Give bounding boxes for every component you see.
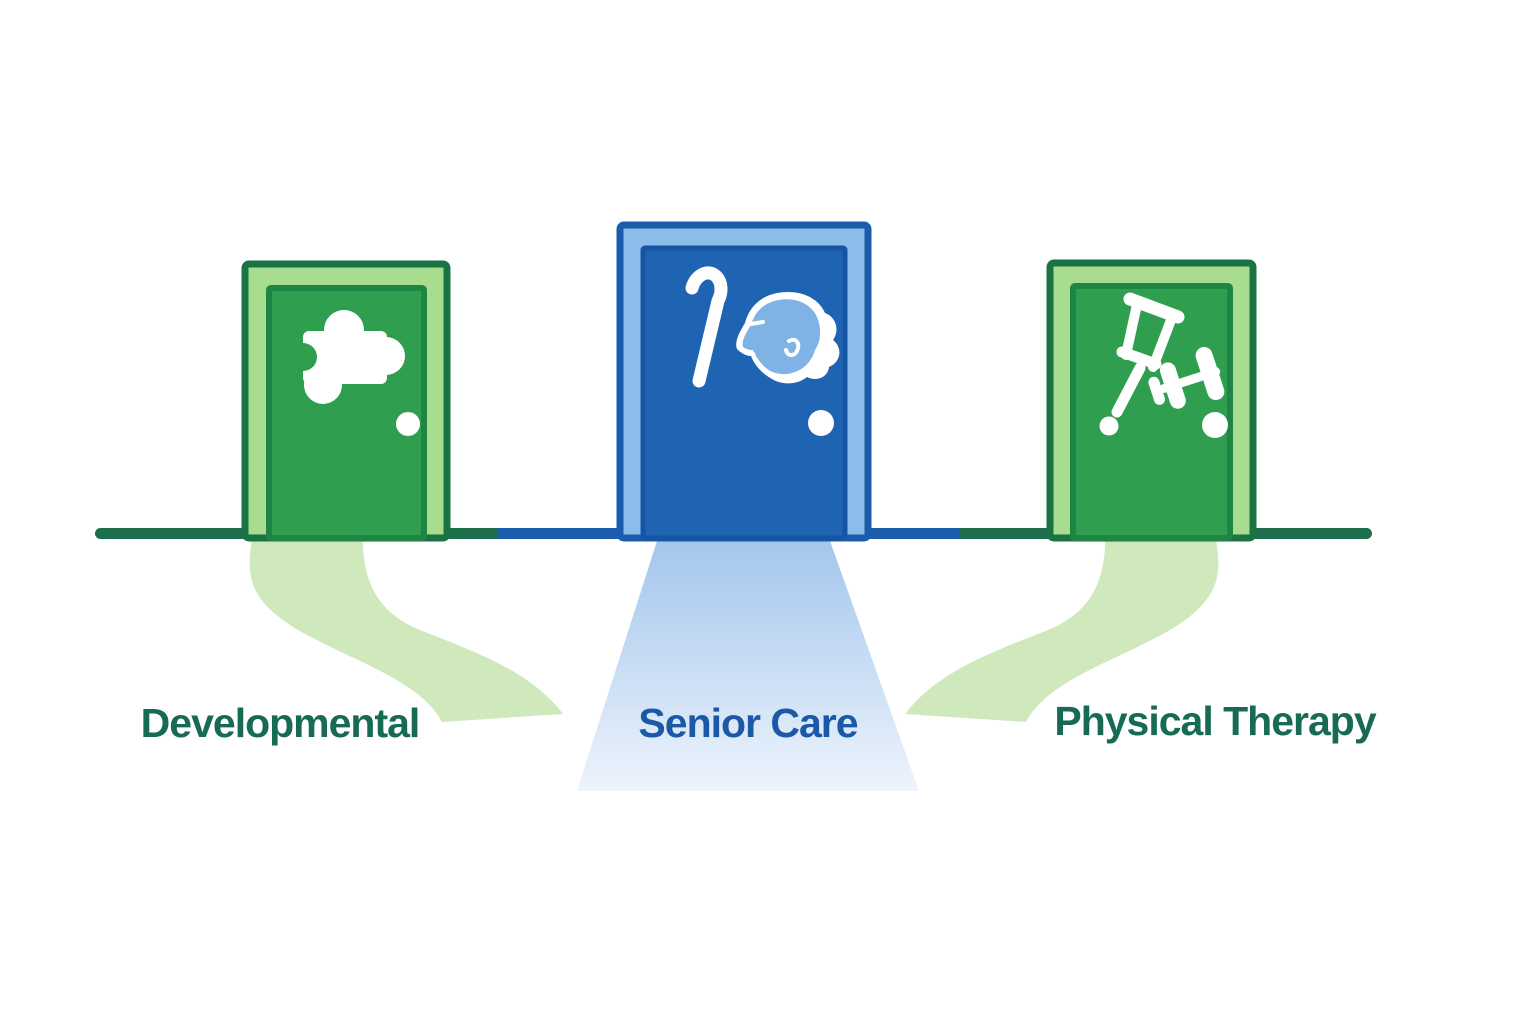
crutch-icon — [1111, 292, 1185, 418]
dumbbell-icon — [1148, 346, 1225, 409]
door-panel — [640, 245, 848, 541]
door-knob — [396, 412, 420, 436]
crutch-tip-dot — [1099, 416, 1119, 436]
door-developmental — [241, 260, 451, 542]
door-panel — [1070, 283, 1233, 541]
elder-eyebrow — [749, 320, 765, 326]
label-developmental: Developmental — [140, 700, 421, 746]
crutch-and-dumbbell-icon — [1099, 292, 1228, 438]
elder-mouth — [742, 350, 756, 356]
light-beam — [577, 541, 919, 791]
label-physical-therapy: Physical Therapy — [1054, 698, 1376, 744]
dumbbell-dot — [1202, 412, 1228, 438]
winding-path-left — [249, 534, 563, 722]
winding-path-right — [905, 534, 1219, 722]
door-knob — [808, 410, 834, 436]
door-senior-care — [616, 221, 872, 542]
cane-and-elder-profile-icon — [685, 266, 840, 388]
label-senior-care: Senior Care — [638, 700, 858, 746]
elder-ear — [784, 337, 801, 357]
cane-icon — [685, 266, 728, 388]
door-physical-therapy — [1046, 259, 1257, 542]
elder-face — [742, 299, 821, 375]
puzzle-piece-icon — [289, 310, 405, 404]
